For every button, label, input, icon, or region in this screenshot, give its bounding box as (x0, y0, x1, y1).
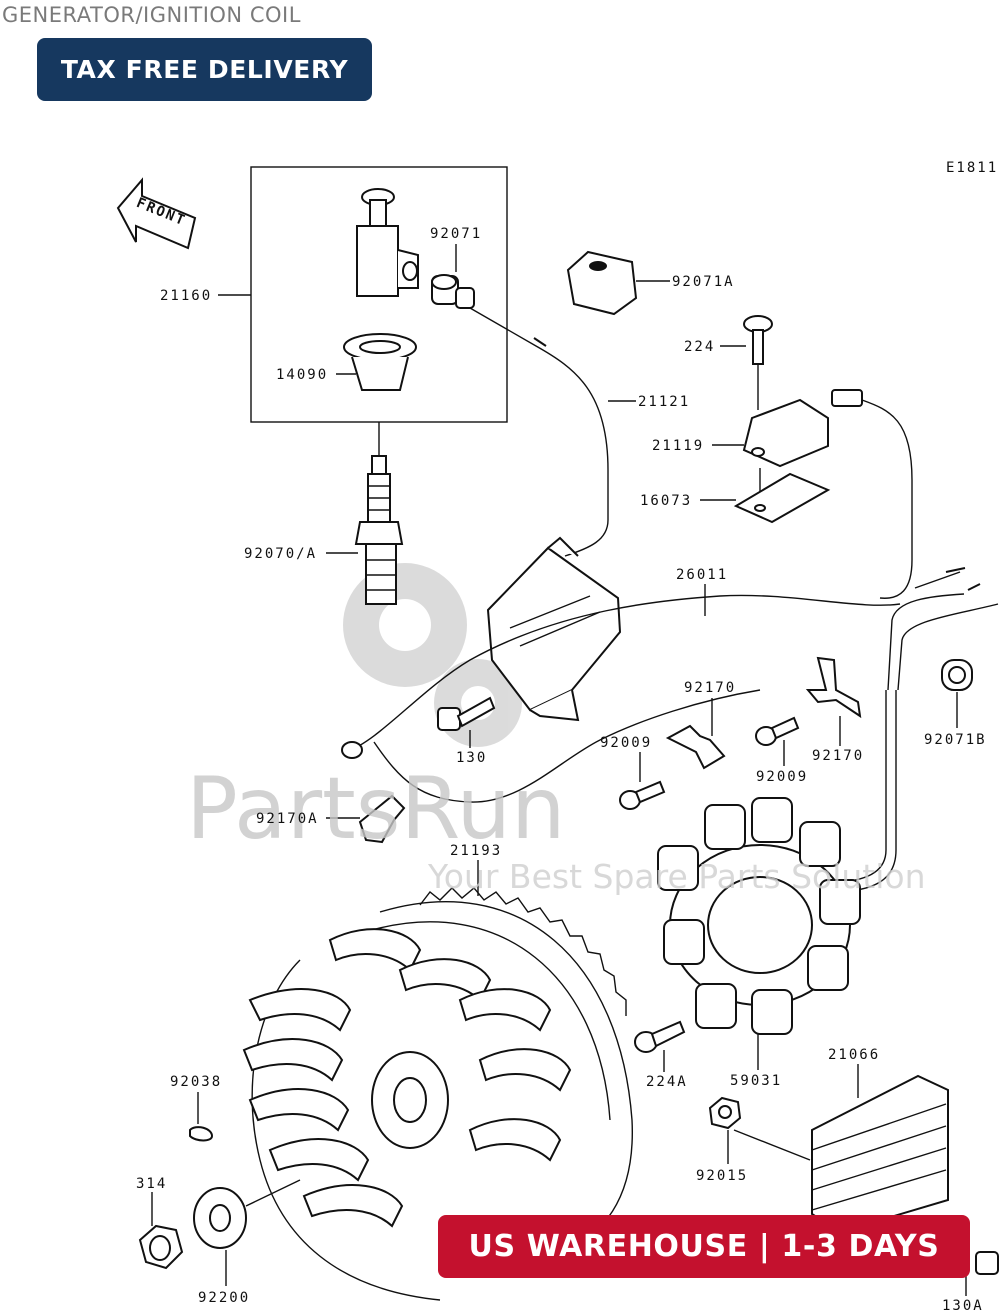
watermark-brand: PartsRun (186, 759, 565, 859)
label-92009-b: 92009 (756, 769, 808, 785)
label-21066: 21066 (828, 1047, 880, 1063)
label-92170A: 92170A (256, 811, 319, 827)
spark-plug (354, 422, 404, 605)
label-21160: 21160 (160, 288, 212, 304)
plate-16073 (733, 472, 831, 524)
label-16073: 16073 (640, 493, 692, 509)
spark-plug-cap (356, 188, 419, 297)
label-224: 224 (684, 339, 715, 355)
flywheel-21193 (242, 887, 633, 1301)
watermark-tagline: Your Best Spare Parts Solution (427, 857, 926, 896)
us-warehouse-badge: US WAREHOUSE | 1-3 DAYS (438, 1215, 970, 1278)
label-92071A: 92071A (672, 274, 735, 290)
bolt-130A (975, 1251, 999, 1275)
label-21121: 21121 (638, 394, 690, 410)
label-92200: 92200 (198, 1290, 250, 1306)
label-92071B: 92071B (924, 732, 987, 748)
label-314: 314 (136, 1176, 167, 1192)
label-92070-A: 92070/A (244, 546, 317, 562)
regulator-21066 (811, 1074, 949, 1234)
label-92071: 92071 (430, 226, 482, 242)
label-224A: 224A (646, 1074, 688, 1090)
label-59031: 59031 (730, 1073, 782, 1089)
washer-92200 (193, 1187, 247, 1249)
label-21193: 21193 (450, 843, 502, 859)
label-130A: 130A (942, 1298, 984, 1314)
terminal-26011 (341, 741, 363, 759)
screw-224A (634, 1020, 686, 1053)
tax-free-delivery-badge: TAX FREE DELIVERY (37, 38, 372, 101)
label-92038: 92038 (170, 1074, 222, 1090)
label-26011: 26011 (676, 567, 728, 583)
key-92038 (189, 1126, 214, 1142)
connector-lead (831, 389, 999, 893)
cover-92071A (566, 250, 638, 316)
cap-seal-14090 (343, 333, 417, 391)
screw-92009 (619, 716, 800, 810)
ignition-coil (469, 307, 622, 722)
page-title: GENERATOR/IGNITION COIL (2, 3, 301, 27)
lead-26011 (345, 594, 901, 753)
lead-26011-b (373, 689, 761, 803)
front-arrow-icon: FRONT (116, 177, 197, 250)
unit-21119 (742, 398, 829, 468)
grommet-92071B (941, 659, 973, 691)
label-21119: 21119 (652, 438, 704, 454)
clip-92170A (358, 794, 406, 844)
label-92015: 92015 (696, 1168, 748, 1184)
nut-92015 (708, 1096, 742, 1130)
bolt-130 (437, 696, 496, 731)
grommet-92071 (431, 274, 475, 309)
label-92009: 92009 (600, 735, 652, 751)
nut-314 (138, 1224, 184, 1270)
screw-224 (743, 315, 773, 365)
label-92170: 92170 (684, 680, 736, 696)
clamp-92170 (665, 656, 862, 770)
label-130: 130 (456, 750, 487, 766)
stator-59031 (657, 797, 861, 1035)
label-92170-b: 92170 (812, 748, 864, 764)
diagram-code: E1811 (946, 160, 998, 176)
label-14090: 14090 (276, 367, 328, 383)
